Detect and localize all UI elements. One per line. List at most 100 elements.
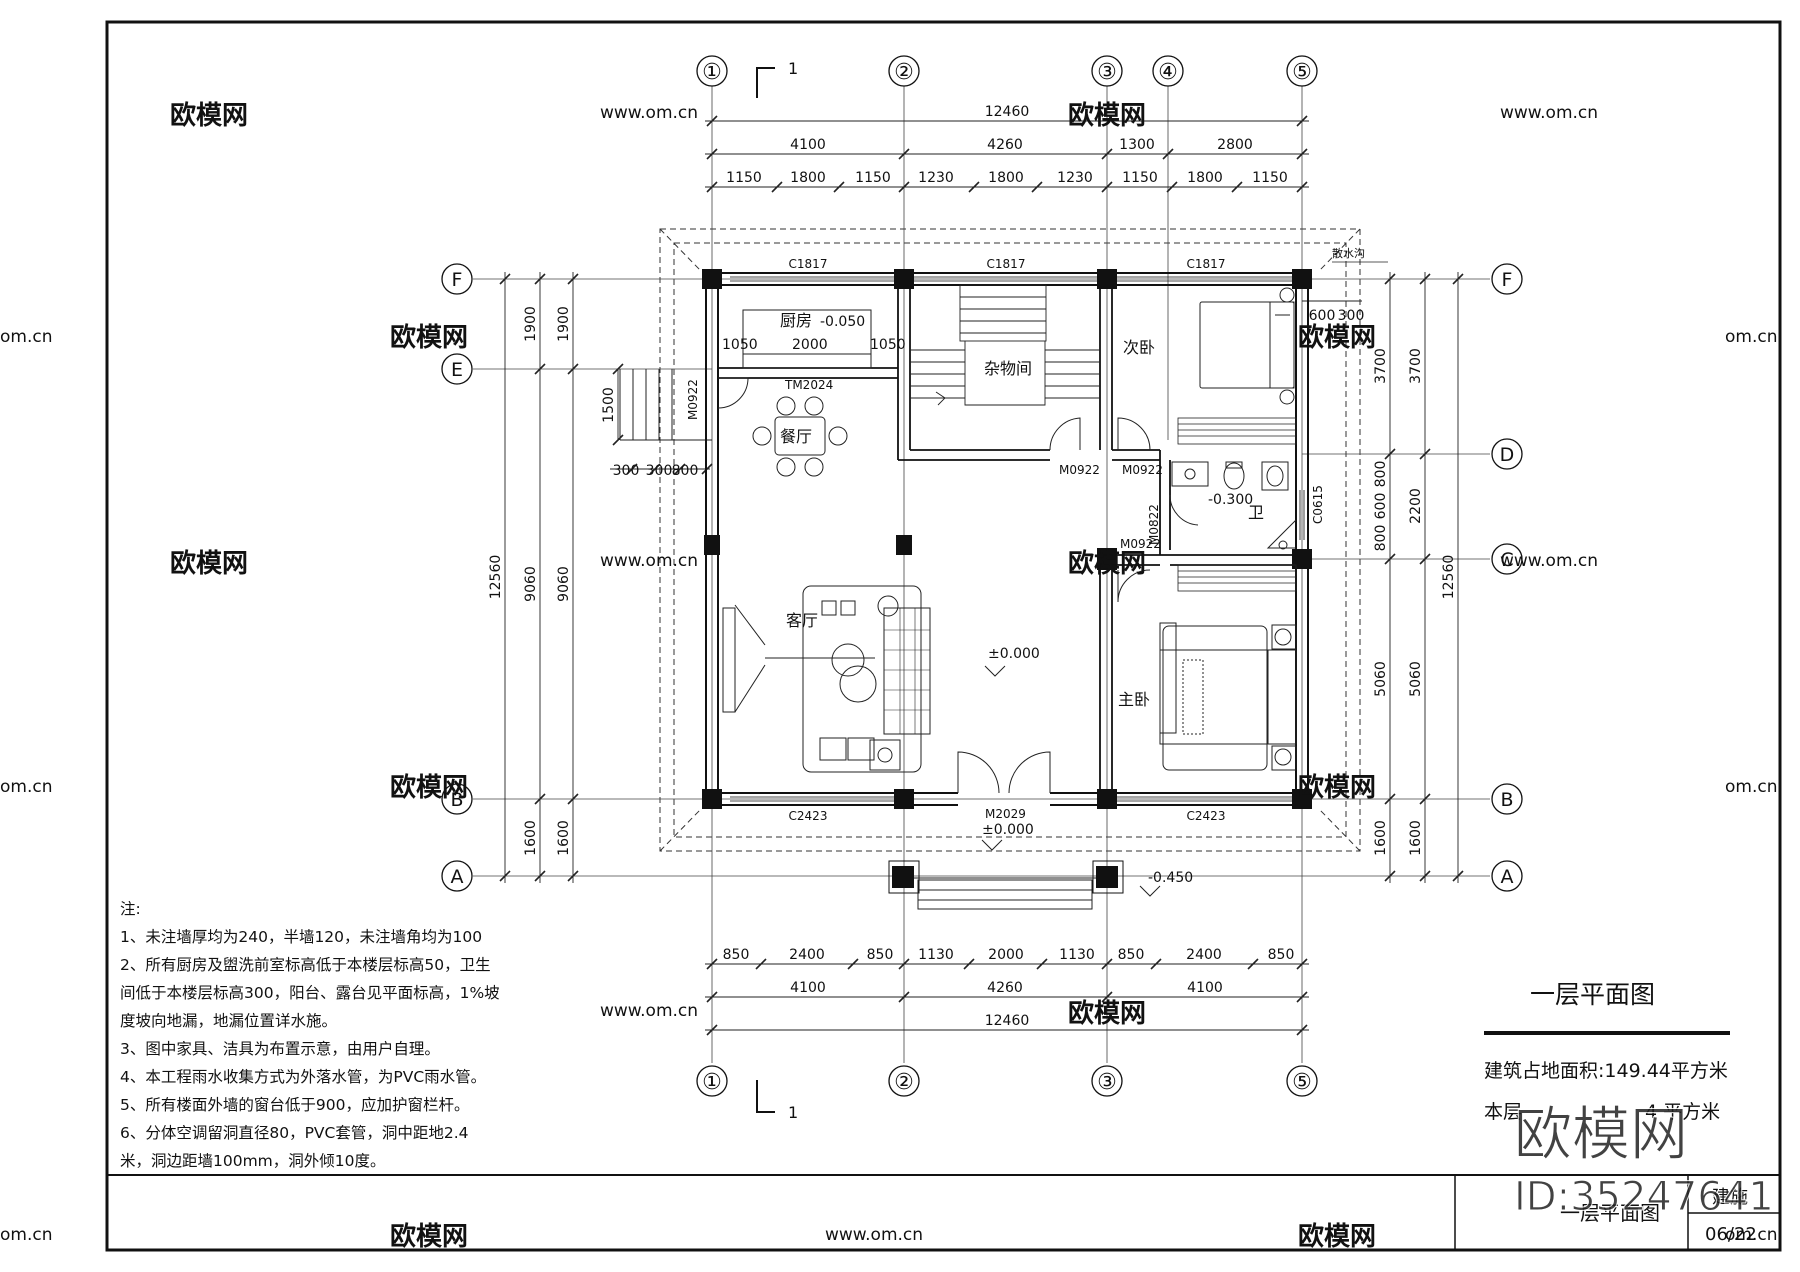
door-swing-master bbox=[1117, 569, 1151, 603]
axis-label-row-A-right: A bbox=[1501, 866, 1514, 888]
axis-label-row-C-right: C bbox=[1500, 549, 1513, 571]
stair-treads bbox=[910, 284, 1100, 406]
area-floor-left: 本层 bbox=[1484, 1101, 1522, 1123]
watermark-site-short: om.cn bbox=[0, 327, 53, 347]
dim-right-tier2-3: 5060 bbox=[1408, 661, 1424, 697]
axis-label-col-5-top: ⑤ bbox=[1292, 60, 1312, 85]
kitchen-dim-3: 1050 bbox=[870, 337, 906, 353]
dim-bottom-tier1-6: 1130 bbox=[1059, 947, 1095, 963]
watermark-brand: 欧模网 bbox=[170, 548, 248, 579]
dim-left-tier3-2: 9060 bbox=[556, 566, 572, 602]
note-line-4: 度坡向地漏，地漏位置详水施。 bbox=[120, 1012, 337, 1030]
dim-top-tier2-4: 2800 bbox=[1217, 137, 1253, 153]
dim-left-step-1: 300 bbox=[613, 463, 640, 479]
level-outside-marker bbox=[1139, 885, 1161, 897]
level-floor: ±0.000 bbox=[988, 646, 1040, 662]
dim-left-tier2-3: 1600 bbox=[523, 820, 539, 856]
dim-right-tier2-4: 1600 bbox=[1408, 820, 1424, 856]
opening-label-c2423-2: C2423 bbox=[1187, 809, 1226, 823]
dim-top-tier3-2: 1800 bbox=[790, 170, 826, 186]
axis-label-row-F-right: F bbox=[1502, 269, 1513, 291]
axis-label-col-1-bottom: ① bbox=[702, 1070, 722, 1095]
axis-label-row-D-right: D bbox=[1500, 444, 1515, 466]
watermark-site-short: om.cn bbox=[1725, 1225, 1778, 1245]
opening-label-m2029: M2029 bbox=[985, 807, 1026, 821]
opening-label-tm2024: TM2024 bbox=[784, 378, 833, 392]
bathroom-fixtures bbox=[1171, 461, 1297, 550]
level-entry: ±0.000 bbox=[982, 822, 1034, 838]
dim-bottom-tier2-1: 4100 bbox=[790, 980, 826, 996]
watermark-site-short: om.cn bbox=[1725, 327, 1778, 347]
dim-top-tier3-9: 1150 bbox=[1252, 170, 1288, 186]
dim-left-tier3-1: 1900 bbox=[556, 306, 572, 342]
dim-bottom-tier1-2: 2400 bbox=[789, 947, 825, 963]
kitchen-dim-2: 2000 bbox=[792, 337, 828, 353]
sheet-border bbox=[105, 20, 1782, 1252]
note-line-3: 间低于本楼层标高300，阳台、露台见平面标高，1%坡 bbox=[120, 984, 500, 1002]
dim-left-tier2-1: 1900 bbox=[523, 306, 539, 342]
section-mark-top bbox=[756, 67, 775, 98]
axis-label-col-3-bottom: ③ bbox=[1097, 1070, 1117, 1095]
dim-right-top-small-2: 300 bbox=[1338, 308, 1365, 324]
watermark-site: www.om.cn bbox=[825, 1225, 923, 1245]
opening-label-m0922-storage: M0922 bbox=[1059, 463, 1100, 477]
door-swing-front bbox=[957, 751, 1051, 794]
level-entry-marker bbox=[981, 839, 1003, 851]
dim-top-tier3-3: 1150 bbox=[855, 170, 891, 186]
watermark-brand: 欧模网 bbox=[170, 100, 248, 131]
level-floor-marker bbox=[984, 665, 1006, 677]
area-floor-right: 4 平方米 bbox=[1645, 1101, 1720, 1123]
watermark-site-short: om.cn bbox=[0, 777, 53, 797]
titleblock-sheet: 06/22 bbox=[1705, 1224, 1757, 1245]
level-kitchen: -0.050 bbox=[820, 314, 865, 330]
titleblock-name: 一层平面图 bbox=[1560, 1201, 1660, 1225]
note-line-6: 4、本工程雨水收集方式为外落水管，为PVC雨水管。 bbox=[120, 1068, 486, 1086]
axis-label-col-2-top: ② bbox=[894, 60, 914, 85]
opening-label-m0922-kitchen: M0922 bbox=[686, 379, 700, 420]
note-line-5: 3、图中家具、洁具为布置示意，由用户自理。 bbox=[120, 1039, 440, 1058]
watermark-site: www.om.cn bbox=[1500, 103, 1598, 123]
dim-left-step-2: 300 bbox=[646, 463, 673, 479]
axis-label-row-F-left: F bbox=[452, 269, 463, 291]
dim-top-tier3-4: 1230 bbox=[918, 170, 954, 186]
left-dimension-lines bbox=[499, 272, 713, 883]
axis-label-col-2-bottom: ② bbox=[894, 1070, 914, 1095]
stamp-brand: 欧模网 bbox=[1514, 1100, 1688, 1168]
opening-label-c1817-1: C1817 bbox=[789, 257, 828, 271]
note-line-9: 米，洞边距墙100mm，洞外倾10度。 bbox=[120, 1152, 386, 1170]
column-caps bbox=[888, 860, 1124, 894]
window-glazing bbox=[730, 276, 1305, 802]
dim-top-tier3-5: 1800 bbox=[988, 170, 1024, 186]
dim-bottom-tier1-8: 2400 bbox=[1186, 947, 1222, 963]
watermark-brand: 欧模网 bbox=[390, 1221, 468, 1252]
dim-left-tier2-2: 9060 bbox=[523, 566, 539, 602]
dim-top-tier2-1: 4100 bbox=[790, 137, 826, 153]
dining-table bbox=[752, 396, 848, 477]
axis-grid-lines bbox=[473, 86, 1490, 1063]
apron-outline bbox=[659, 228, 1361, 852]
room-label-living: 客厅 bbox=[786, 611, 818, 630]
door-swing-kitchen bbox=[717, 377, 749, 409]
axis-label-col-5-bottom: ⑤ bbox=[1292, 1070, 1312, 1095]
dim-top-tier3-8: 1800 bbox=[1187, 170, 1223, 186]
right-dimension-lines bbox=[1302, 272, 1464, 883]
opening-label-m0922-bedroom2: M0922 bbox=[1122, 463, 1163, 477]
top-dimension-lines bbox=[705, 115, 1309, 193]
dim-right-tier3-5: 5060 bbox=[1373, 661, 1389, 697]
axis-bubbles bbox=[441, 55, 1523, 1097]
dim-right-top-small-1: 600 bbox=[1309, 308, 1336, 324]
room-label-kitchen: 厨房 bbox=[780, 311, 812, 330]
axis-label-col-4-top: ④ bbox=[1158, 60, 1178, 85]
dim-bottom-tier1-5: 2000 bbox=[988, 947, 1024, 963]
watermarks: 欧模网 欧模网 欧模网 欧模网 欧模网 欧模网 欧模网 欧模网 欧模网 欧模网 … bbox=[0, 100, 1778, 1252]
dim-top-tier2-3: 1300 bbox=[1119, 137, 1155, 153]
dim-right-total: 12560 bbox=[1441, 555, 1457, 600]
dim-right-tier3-4: 800 bbox=[1373, 525, 1389, 552]
section-mark-bottom-label: 1 bbox=[788, 1103, 798, 1122]
dim-top-total: 12460 bbox=[985, 104, 1030, 120]
level-bath: -0.300 bbox=[1208, 492, 1253, 508]
axis-label-row-B-right: B bbox=[1500, 789, 1513, 811]
axis-label-col-1-top: ① bbox=[702, 60, 722, 85]
bed-secondary bbox=[1199, 287, 1295, 405]
room-label-dining: 餐厅 bbox=[780, 427, 812, 446]
